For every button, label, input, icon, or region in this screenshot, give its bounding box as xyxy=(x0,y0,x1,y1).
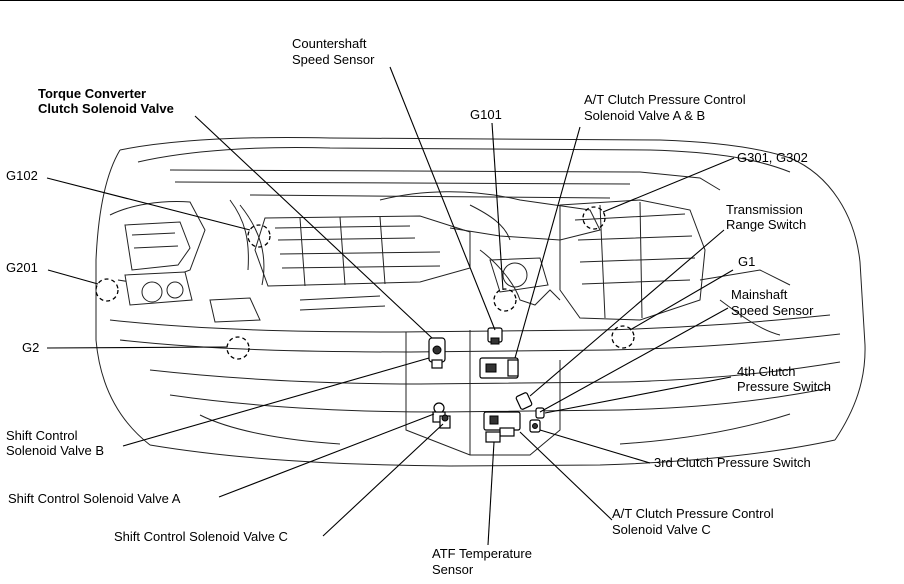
leader-shift-b xyxy=(122,357,430,447)
label-at-clutch-ab-1: A/T Clutch Pressure Control xyxy=(584,92,746,107)
label-at-clutch-c-1: A/T Clutch Pressure Control xyxy=(612,506,774,521)
atf-temp-sensor-part xyxy=(485,431,501,443)
label-atf-temp-2: Sensor xyxy=(432,562,474,577)
marker-g101 xyxy=(493,288,517,312)
clutch4-switch-part xyxy=(535,407,545,419)
label-g301-g302: G301, G302 xyxy=(737,150,808,165)
clutch3-switch-part xyxy=(529,419,541,433)
label-clutch3: 3rd Clutch Pressure Switch xyxy=(654,455,811,470)
leader-at-clutch-c xyxy=(519,431,613,521)
ground-location-markers xyxy=(95,206,635,360)
leader-range-switch xyxy=(529,229,725,397)
marker-g1 xyxy=(611,325,635,349)
label-torque-converter-1: Torque Converter xyxy=(38,86,146,101)
label-clutch4-1: 4th Clutch xyxy=(737,364,796,379)
leader-g102 xyxy=(46,177,251,231)
at-solenoid-c-part xyxy=(483,411,521,437)
label-shift-c: Shift Control Solenoid Valve C xyxy=(114,529,288,544)
top-rule xyxy=(0,0,904,1)
label-atf-temp-1: ATF Temperature xyxy=(432,546,532,561)
leader-mainshaft xyxy=(539,307,729,413)
marker-g2 xyxy=(226,336,250,360)
range-switch-part xyxy=(515,392,533,410)
leader-atf-temp xyxy=(487,441,495,546)
marker-g201 xyxy=(95,278,119,302)
label-countershaft-2: Speed Sensor xyxy=(292,52,375,67)
marker-g102 xyxy=(247,224,271,248)
engine-bay-drawing xyxy=(95,137,866,467)
leader-g2 xyxy=(46,346,228,349)
marker-g301-g302 xyxy=(582,206,606,230)
label-mainshaft-2: Speed Sensor xyxy=(731,303,814,318)
leader-shift-a xyxy=(218,413,435,498)
label-at-clutch-c-2: Solenoid Valve C xyxy=(612,522,711,537)
label-g101: G101 xyxy=(470,107,502,122)
leader-g101 xyxy=(491,122,504,291)
leader-g1 xyxy=(629,269,734,331)
leader-g201 xyxy=(47,269,99,285)
label-at-clutch-ab-2: Solenoid Valve A & B xyxy=(584,108,705,123)
label-clutch4-2: Pressure Switch xyxy=(737,379,831,394)
label-countershaft-1: Countershaft xyxy=(292,36,367,51)
leader-clutch3 xyxy=(539,429,651,464)
label-g102: G102 xyxy=(6,168,38,183)
shift-solenoid-c-part xyxy=(439,414,451,429)
leader-lines xyxy=(46,66,735,546)
leader-g301-g302 xyxy=(602,157,735,213)
label-range-switch-2: Range Switch xyxy=(726,217,806,232)
leader-shift-c xyxy=(322,423,444,537)
label-shift-b-1: Shift Control xyxy=(6,428,78,443)
leader-clutch4 xyxy=(544,376,732,414)
label-g201: G201 xyxy=(6,260,38,275)
leader-torque-converter xyxy=(194,115,433,339)
at-solenoid-ab-part xyxy=(479,357,519,379)
countershaft-sensor-part xyxy=(487,327,503,345)
label-shift-b-2: Solenoid Valve B xyxy=(6,443,104,458)
label-shift-a: Shift Control Solenoid Valve A xyxy=(8,491,181,506)
label-range-switch-1: Transmission xyxy=(726,202,803,217)
leader-at-clutch-ab xyxy=(514,126,581,359)
torque-converter-solenoid-part xyxy=(428,337,446,369)
transmission-components xyxy=(428,327,545,443)
callout-labels: Countershaft Speed Sensor Torque Convert… xyxy=(6,36,831,577)
label-torque-converter-2: Clutch Solenoid Valve xyxy=(38,101,174,116)
label-g1: G1 xyxy=(738,254,755,269)
label-g2: G2 xyxy=(22,340,39,355)
leader-countershaft xyxy=(389,66,496,331)
label-mainshaft-1: Mainshaft xyxy=(731,287,788,302)
